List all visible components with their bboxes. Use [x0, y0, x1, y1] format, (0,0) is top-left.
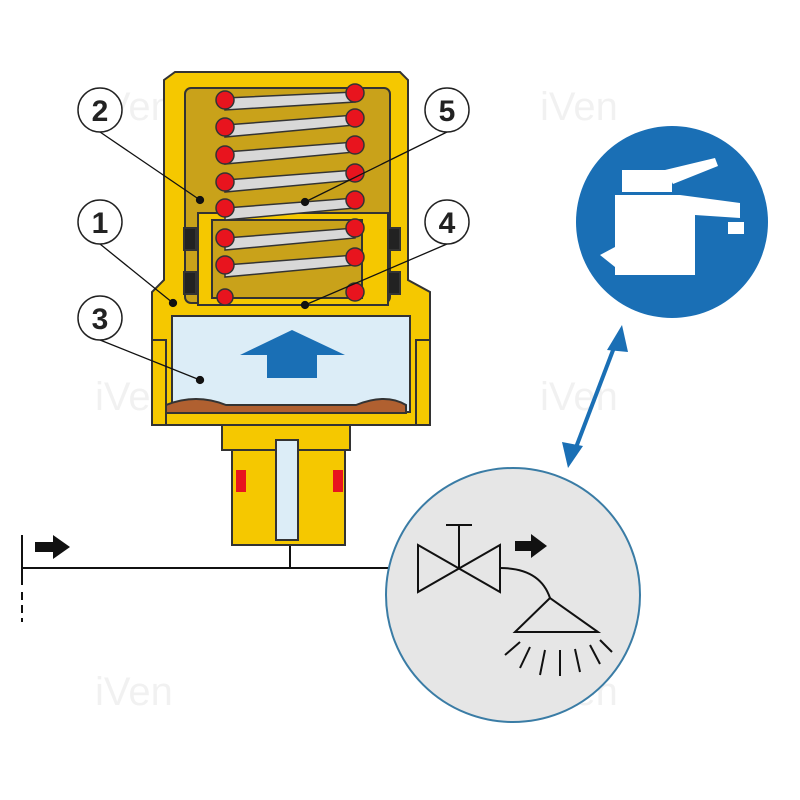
faucet-icon — [600, 158, 744, 275]
svg-text:5: 5 — [439, 95, 456, 128]
pressure-arrow-icon — [240, 330, 345, 378]
callout-1: 1 — [77, 199, 123, 245]
pipe-line — [21, 535, 420, 622]
callout-5: 5 — [424, 87, 470, 133]
shower-icon — [504, 596, 613, 676]
double-arrow-icon — [562, 325, 628, 468]
spring — [215, 83, 365, 306]
svg-text:iVen: iVen — [540, 375, 618, 419]
arrestor-body — [151, 71, 431, 546]
flow-arrow-icon — [515, 534, 547, 558]
valve-badge — [385, 467, 641, 723]
svg-text:1: 1 — [92, 207, 109, 240]
callout-3: 3 — [77, 295, 123, 341]
faucet-badge — [576, 126, 768, 318]
callout-2: 2 — [77, 87, 123, 133]
valve-icon — [417, 524, 551, 599]
flow-arrow-icon — [35, 535, 70, 559]
callout-4: 4 — [424, 199, 470, 245]
svg-text:4: 4 — [439, 207, 456, 240]
callout-leaders — [99, 131, 448, 385]
svg-text:iVen: iVen — [540, 85, 618, 129]
svg-text:2: 2 — [92, 95, 109, 128]
svg-text:iVen: iVen — [95, 670, 173, 714]
svg-text:3: 3 — [92, 303, 109, 336]
